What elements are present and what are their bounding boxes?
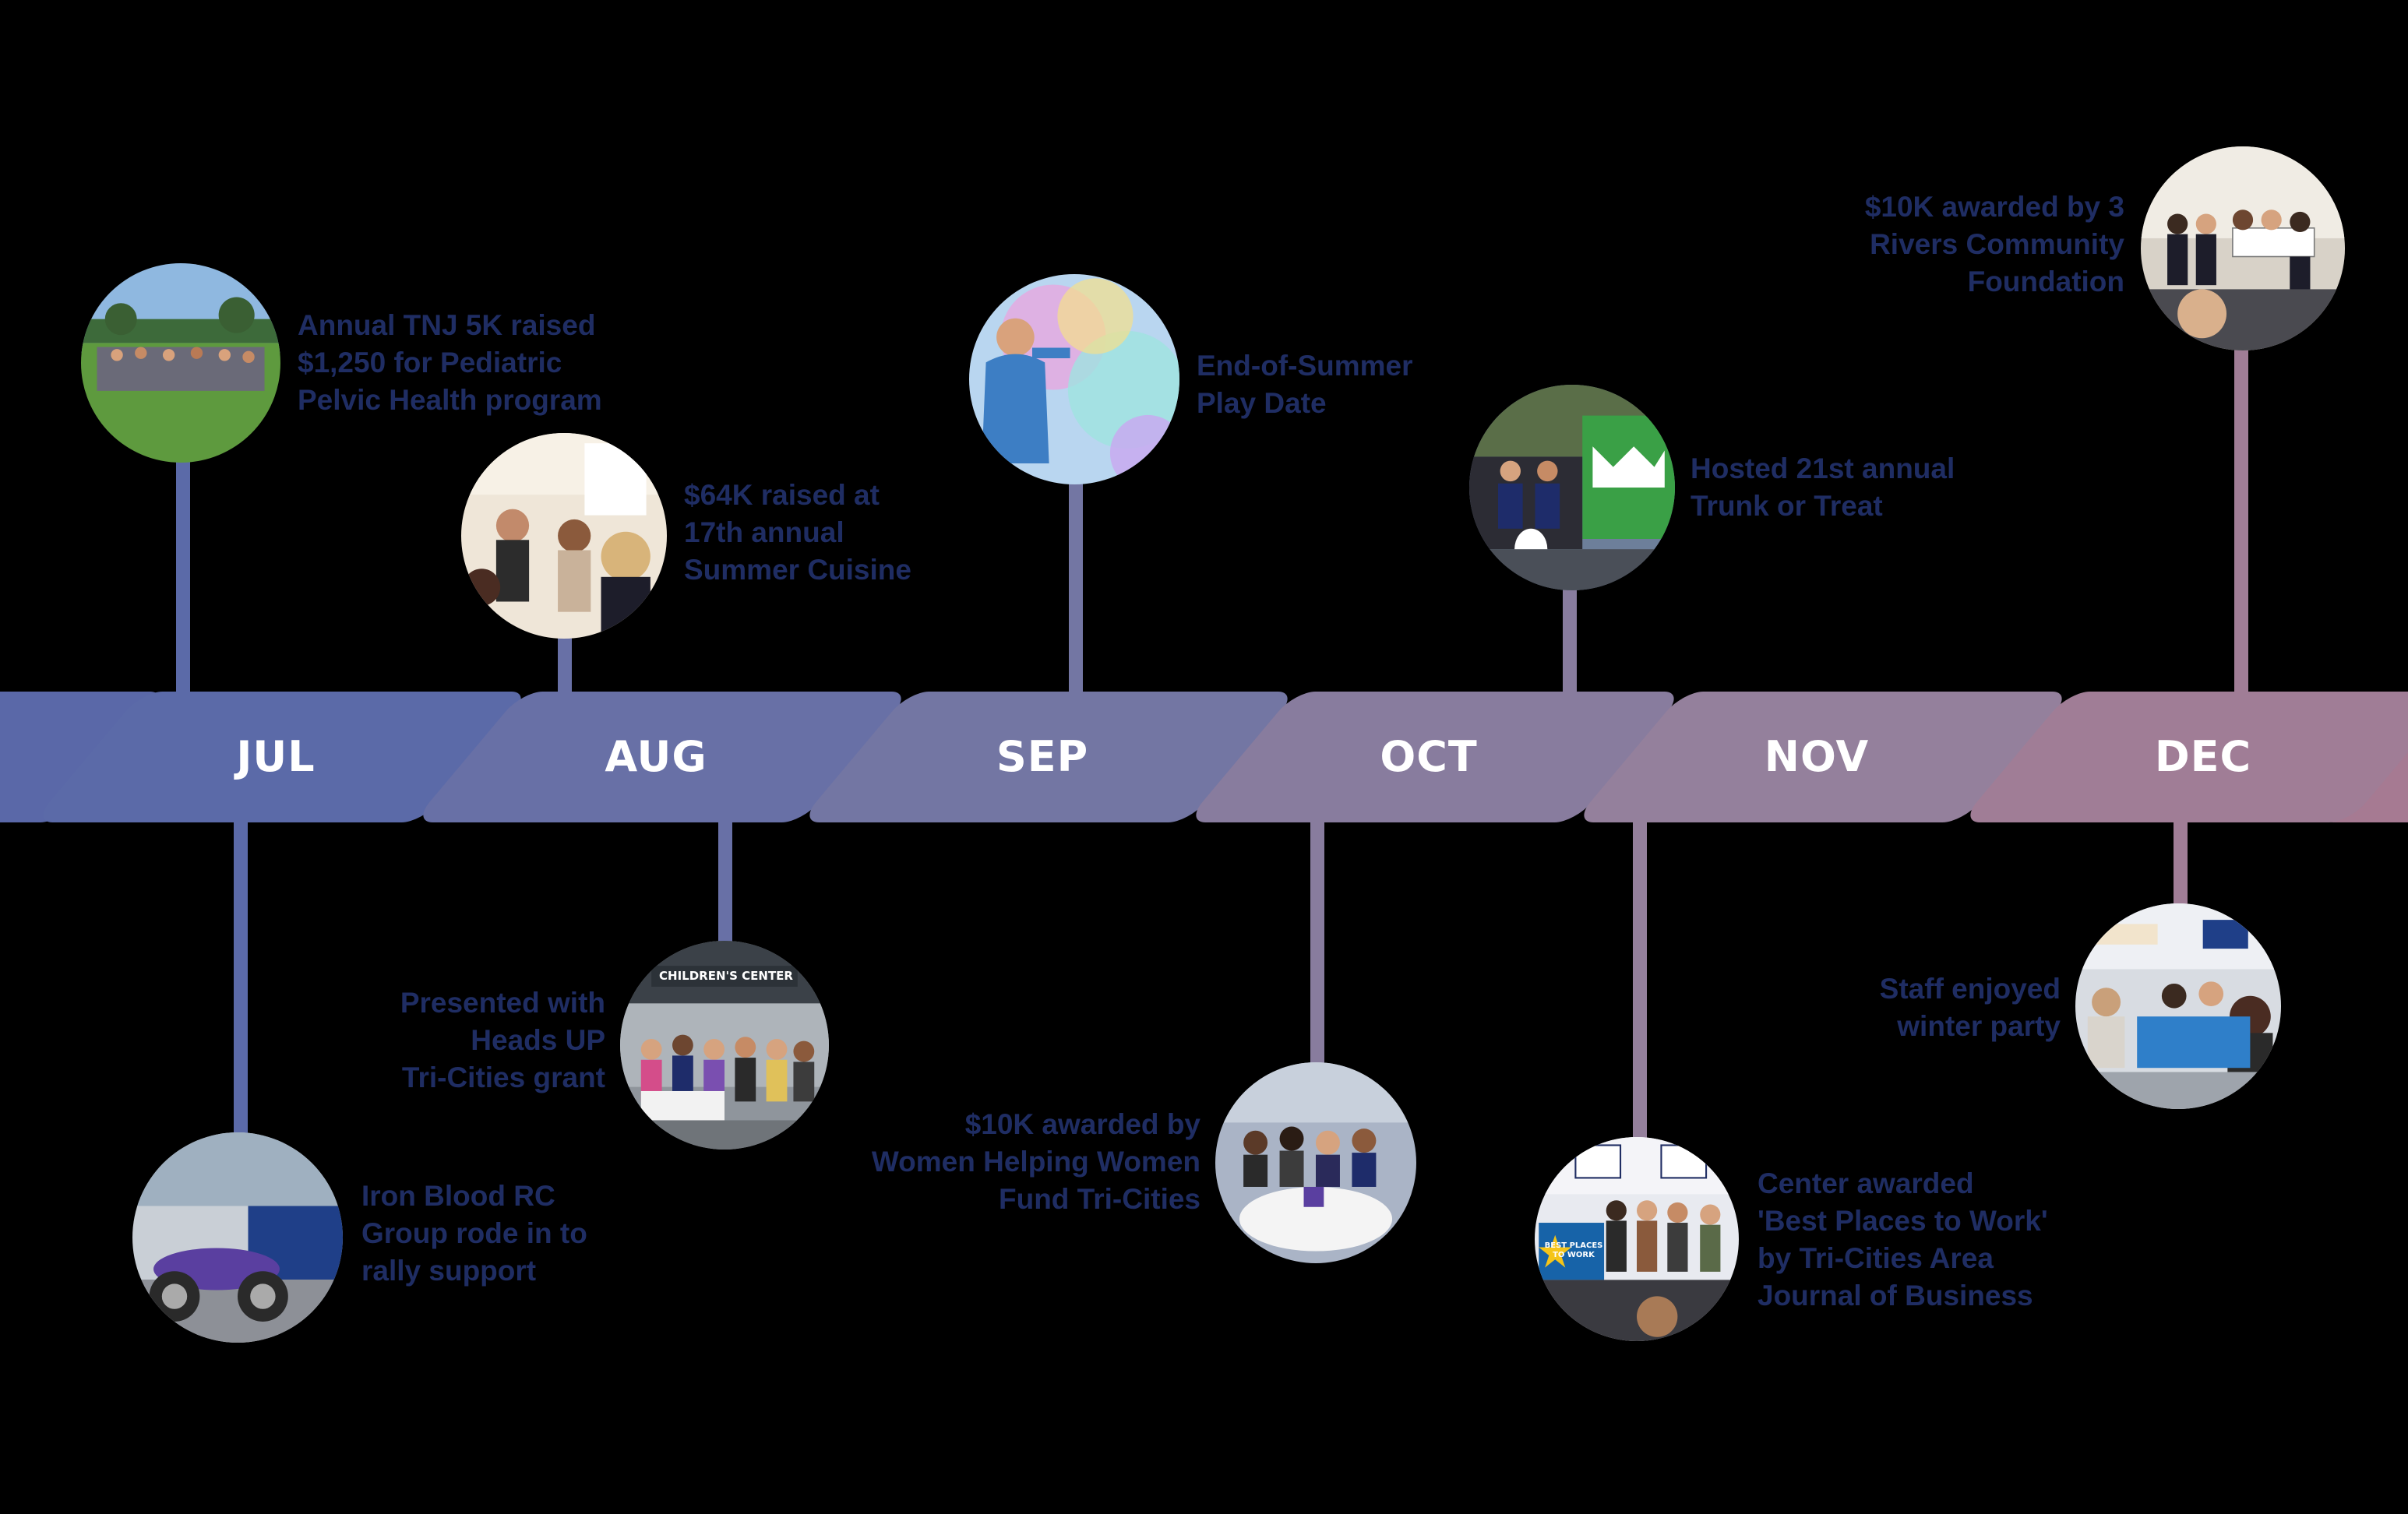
caption-tnj-5k: Annual TNJ 5K raised $1,250 for Pediatri… [298, 309, 602, 416]
caption-summer-cuisine: $64K raised at 17th annual Summer Cuisin… [684, 479, 911, 586]
photo-play-date [969, 274, 1179, 484]
connector-nov-bottom [1633, 821, 1647, 1140]
connector-aug-top [558, 631, 572, 693]
month-label-sep: SEP [996, 732, 1089, 781]
connector-dec-bottom [2174, 821, 2188, 905]
caption-winter-party: Staff enjoyed winter party [1879, 973, 2061, 1042]
connector-oct-top [1563, 589, 1577, 693]
connector-jul-bottom [234, 821, 248, 1140]
photo-3-rivers-foundation [2141, 146, 2345, 350]
photo-banner-text: BEST PLACES TO WORK [1544, 1241, 1603, 1259]
caption-play-date: End-of-Summer Play Date [1197, 350, 1413, 419]
connector-oct-bottom [1310, 821, 1324, 1064]
photo-tnj-5k [81, 263, 280, 463]
month-label-oct: OCT [1380, 732, 1478, 781]
photo-summer-cuisine [461, 433, 667, 639]
caption-trunk-or-treat: Hosted 21st annual Trunk or Treat [1691, 452, 1955, 522]
caption-heads-up-grant: Presented with Heads UP Tri-Cities grant [400, 987, 605, 1093]
photo-heads-up-grant [620, 941, 829, 1150]
photo-iron-blood-rc [132, 1132, 343, 1343]
caption-women-helping-women: $10K awarded by Women Helping Women Fund… [871, 1108, 1200, 1215]
month-label-jul: JUL [236, 732, 316, 781]
connector-dec-top [2234, 346, 2248, 693]
caption-3-rivers-foundation: $10K awarded by 3 Rivers Community Found… [1864, 191, 2124, 298]
connector-sep-top [1069, 481, 1083, 693]
month-label-nov: NOV [1764, 732, 1870, 781]
connector-aug-bottom [718, 821, 732, 945]
photo-trunk-or-treat [1469, 385, 1675, 590]
month-label-dec: DEC [2154, 732, 2252, 781]
connector-jul-top [176, 459, 190, 693]
caption-iron-blood-rc: Iron Blood RC Group rode in to rally sup… [361, 1180, 587, 1287]
caption-best-places-to-work: Center awarded 'Best Places to Work' by … [1758, 1167, 2048, 1312]
month-label-aug: AUG [605, 732, 707, 781]
photo-winter-party [2075, 903, 2281, 1109]
photo-sign-text: CHILDREN'S CENTER [659, 969, 793, 983]
photo-women-helping-women [1215, 1062, 1416, 1263]
photo-best-places-to-work [1535, 1137, 1739, 1341]
